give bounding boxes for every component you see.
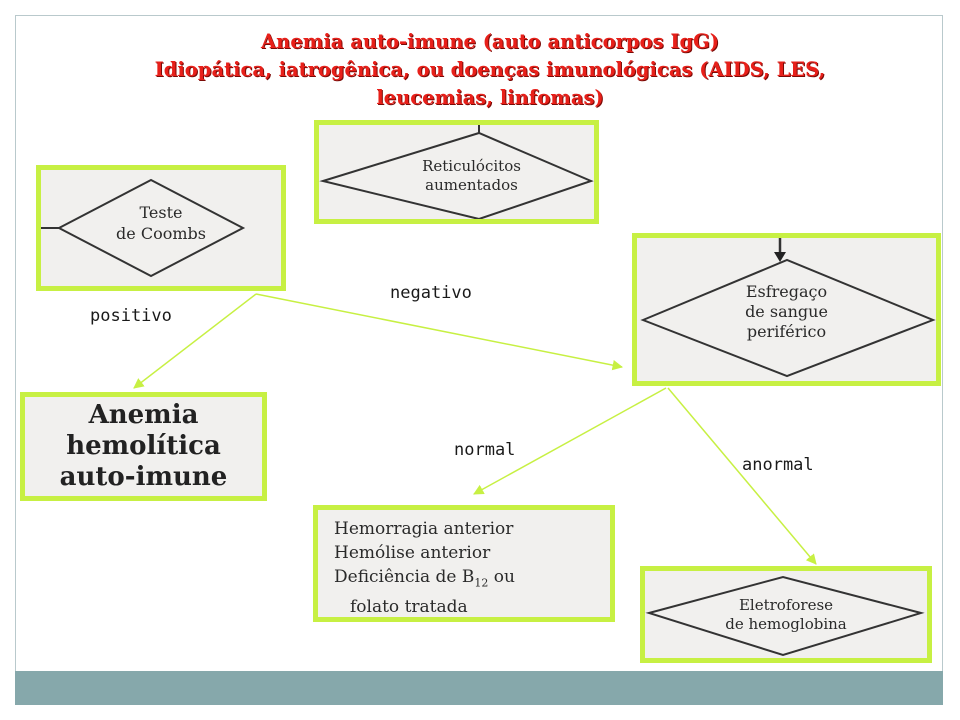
- node-eletroforese-de-hemoglobina: Eletroforese de hemoglobina: [640, 566, 932, 663]
- coombs-line-2: de Coombs: [116, 224, 206, 243]
- anemia-line-3: auto-imune: [59, 462, 228, 492]
- hemorragia-line-3: Deficiência de B12 ou: [334, 565, 515, 595]
- footer-bar: [15, 671, 943, 705]
- eletroforese-line-2: de hemoglobina: [725, 615, 847, 633]
- decision-diamond-icon: [640, 238, 936, 378]
- edge-label-anormal: anormal: [742, 455, 814, 475]
- edge-label-negativo: negativo: [390, 283, 472, 303]
- anemia-line-1: Anemia: [88, 400, 199, 430]
- title-line-2: Idiopática, iatrogênica, ou doenças imun…: [154, 58, 826, 81]
- node-hemorragia-hemolise-deficiencia: Hemorragia anterior Hemólise anterior De…: [313, 505, 615, 622]
- anemia-line-2: hemolítica: [66, 431, 221, 461]
- decision-diamond-icon: [319, 125, 594, 219]
- hemorragia-line-4: folato tratada: [350, 597, 468, 618]
- esfregaco-line-2: de sangue: [745, 302, 828, 321]
- decision-diamond-icon: [41, 178, 246, 278]
- hemorragia-line-3-text: Deficiência de B: [334, 567, 475, 587]
- node-anemia-hemolitica-auto-imune: Anemia hemolítica auto-imune: [20, 392, 267, 501]
- slide-title: Anemia auto-imune (auto anticorpos IgG) …: [60, 28, 920, 112]
- esfregaco-line-1: Esfregaço: [745, 282, 828, 301]
- hemorragia-line-1: Hemorragia anterior: [334, 519, 514, 539]
- hemorragia-line-3-end: ou: [488, 567, 515, 587]
- reticulocitos-line-2: aumentados: [425, 176, 518, 194]
- coombs-line-1: Teste: [139, 203, 183, 222]
- node-esfregaco-de-sangue-periferico: Esfregaço de sangue periférico: [632, 233, 941, 386]
- edge-label-normal: normal: [454, 440, 516, 460]
- node-reticulocitos-aumentados: Reticulócitos aumentados: [314, 120, 599, 224]
- edge-label-positivo: positivo: [90, 306, 172, 326]
- reticulocitos-line-1: Reticulócitos: [422, 157, 521, 175]
- hemorragia-line-2: Hemólise anterior: [334, 543, 491, 563]
- title-line-1: Anemia auto-imune (auto anticorpos IgG): [261, 30, 719, 53]
- b12-subscript: 12: [474, 576, 489, 590]
- decision-diamond-icon: [645, 575, 925, 657]
- eletroforese-line-1: Eletroforese: [738, 596, 834, 614]
- esfregaco-line-3: periférico: [746, 322, 827, 341]
- node-teste-de-coombs: Teste de Coombs: [36, 165, 286, 291]
- title-line-3: leucemias, linfomas): [376, 86, 604, 109]
